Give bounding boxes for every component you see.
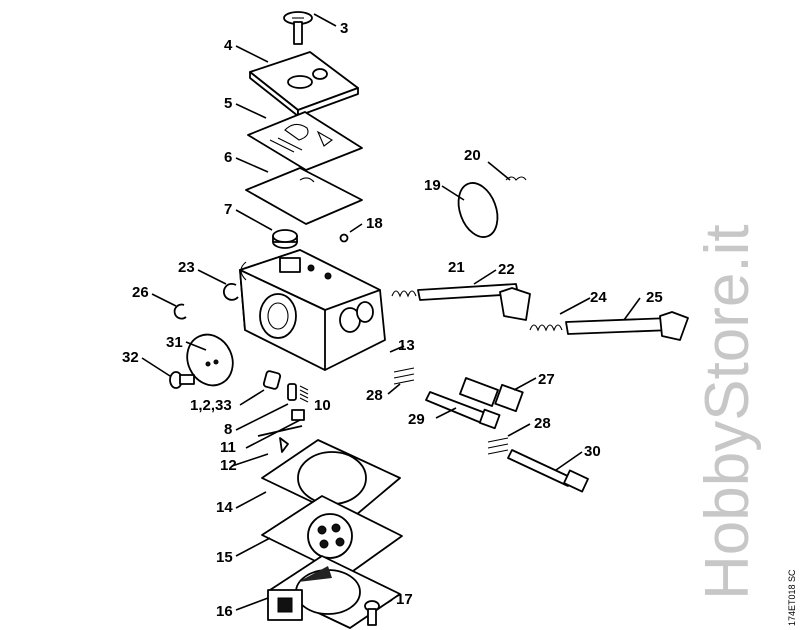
part-screw-17 xyxy=(364,600,380,626)
label-21: 21 xyxy=(448,259,465,276)
part-screw-29 xyxy=(425,391,501,430)
part-screw-27 xyxy=(459,377,524,413)
part-screw-3 xyxy=(283,11,313,45)
part-disc-19 xyxy=(457,182,499,238)
label-31: 31 xyxy=(166,334,183,351)
part-shaft-25 xyxy=(565,311,689,341)
watermark: HobbyStore.it xyxy=(693,224,762,600)
part-ball-18 xyxy=(339,233,349,243)
label-16: 16 xyxy=(216,603,233,620)
label-26: 26 xyxy=(132,284,149,301)
part-spring-24 xyxy=(529,324,563,332)
label-7: 7 xyxy=(224,201,232,218)
part-screen-7 xyxy=(272,229,298,249)
label-30: 30 xyxy=(584,443,601,460)
part-spring-28-lower xyxy=(487,437,509,455)
part-diaphragm-6 xyxy=(245,167,363,225)
label-10: 10 xyxy=(314,397,331,414)
label-28-upper: 28 xyxy=(366,387,383,404)
part-gasket-5 xyxy=(247,111,363,171)
label-14: 14 xyxy=(216,499,233,516)
label-23: 23 xyxy=(178,259,195,276)
leader-lines xyxy=(141,13,641,611)
label-28-lower: 28 xyxy=(534,415,551,432)
label-19: 19 xyxy=(424,177,441,194)
drawing-code: 174ET018 SC xyxy=(787,569,797,626)
part-small-components xyxy=(257,370,309,453)
label-13: 13 xyxy=(398,337,415,354)
part-carburetor-body xyxy=(239,249,386,371)
part-gasket-14 xyxy=(261,439,401,521)
part-spring-20 xyxy=(505,176,527,181)
label-20: 20 xyxy=(464,147,481,164)
label-29: 29 xyxy=(408,411,425,428)
part-shaft-22 xyxy=(417,283,531,321)
part-clip-23 xyxy=(223,282,239,301)
part-cover-4 xyxy=(249,51,359,117)
part-cover-16 xyxy=(267,555,401,629)
part-clip-26 xyxy=(173,303,187,320)
part-screw-32 xyxy=(169,371,195,389)
label-24: 24 xyxy=(590,289,607,306)
label-18: 18 xyxy=(366,215,383,232)
part-needle-30 xyxy=(507,449,589,493)
label-8: 8 xyxy=(224,421,232,438)
label-27: 27 xyxy=(538,371,555,388)
label-12: 12 xyxy=(220,457,237,474)
label-1-2-33: 1,2,33 xyxy=(190,397,232,414)
part-spring-21 xyxy=(391,290,417,298)
label-11: 11 xyxy=(220,439,236,456)
part-labels: 3 4 5 6 7 18 23 26 31 32 1,2,33 8 10 11 … xyxy=(122,20,663,620)
part-diaphragm-15 xyxy=(261,495,403,577)
part-spring-28-upper xyxy=(393,367,415,385)
label-4: 4 xyxy=(224,37,233,54)
label-22: 22 xyxy=(498,261,515,278)
label-15: 15 xyxy=(216,549,233,566)
label-6: 6 xyxy=(224,149,232,166)
label-3: 3 xyxy=(340,20,348,37)
label-17: 17 xyxy=(396,591,413,608)
label-32: 32 xyxy=(122,349,139,366)
label-5: 5 xyxy=(224,95,232,112)
label-25: 25 xyxy=(646,289,663,306)
